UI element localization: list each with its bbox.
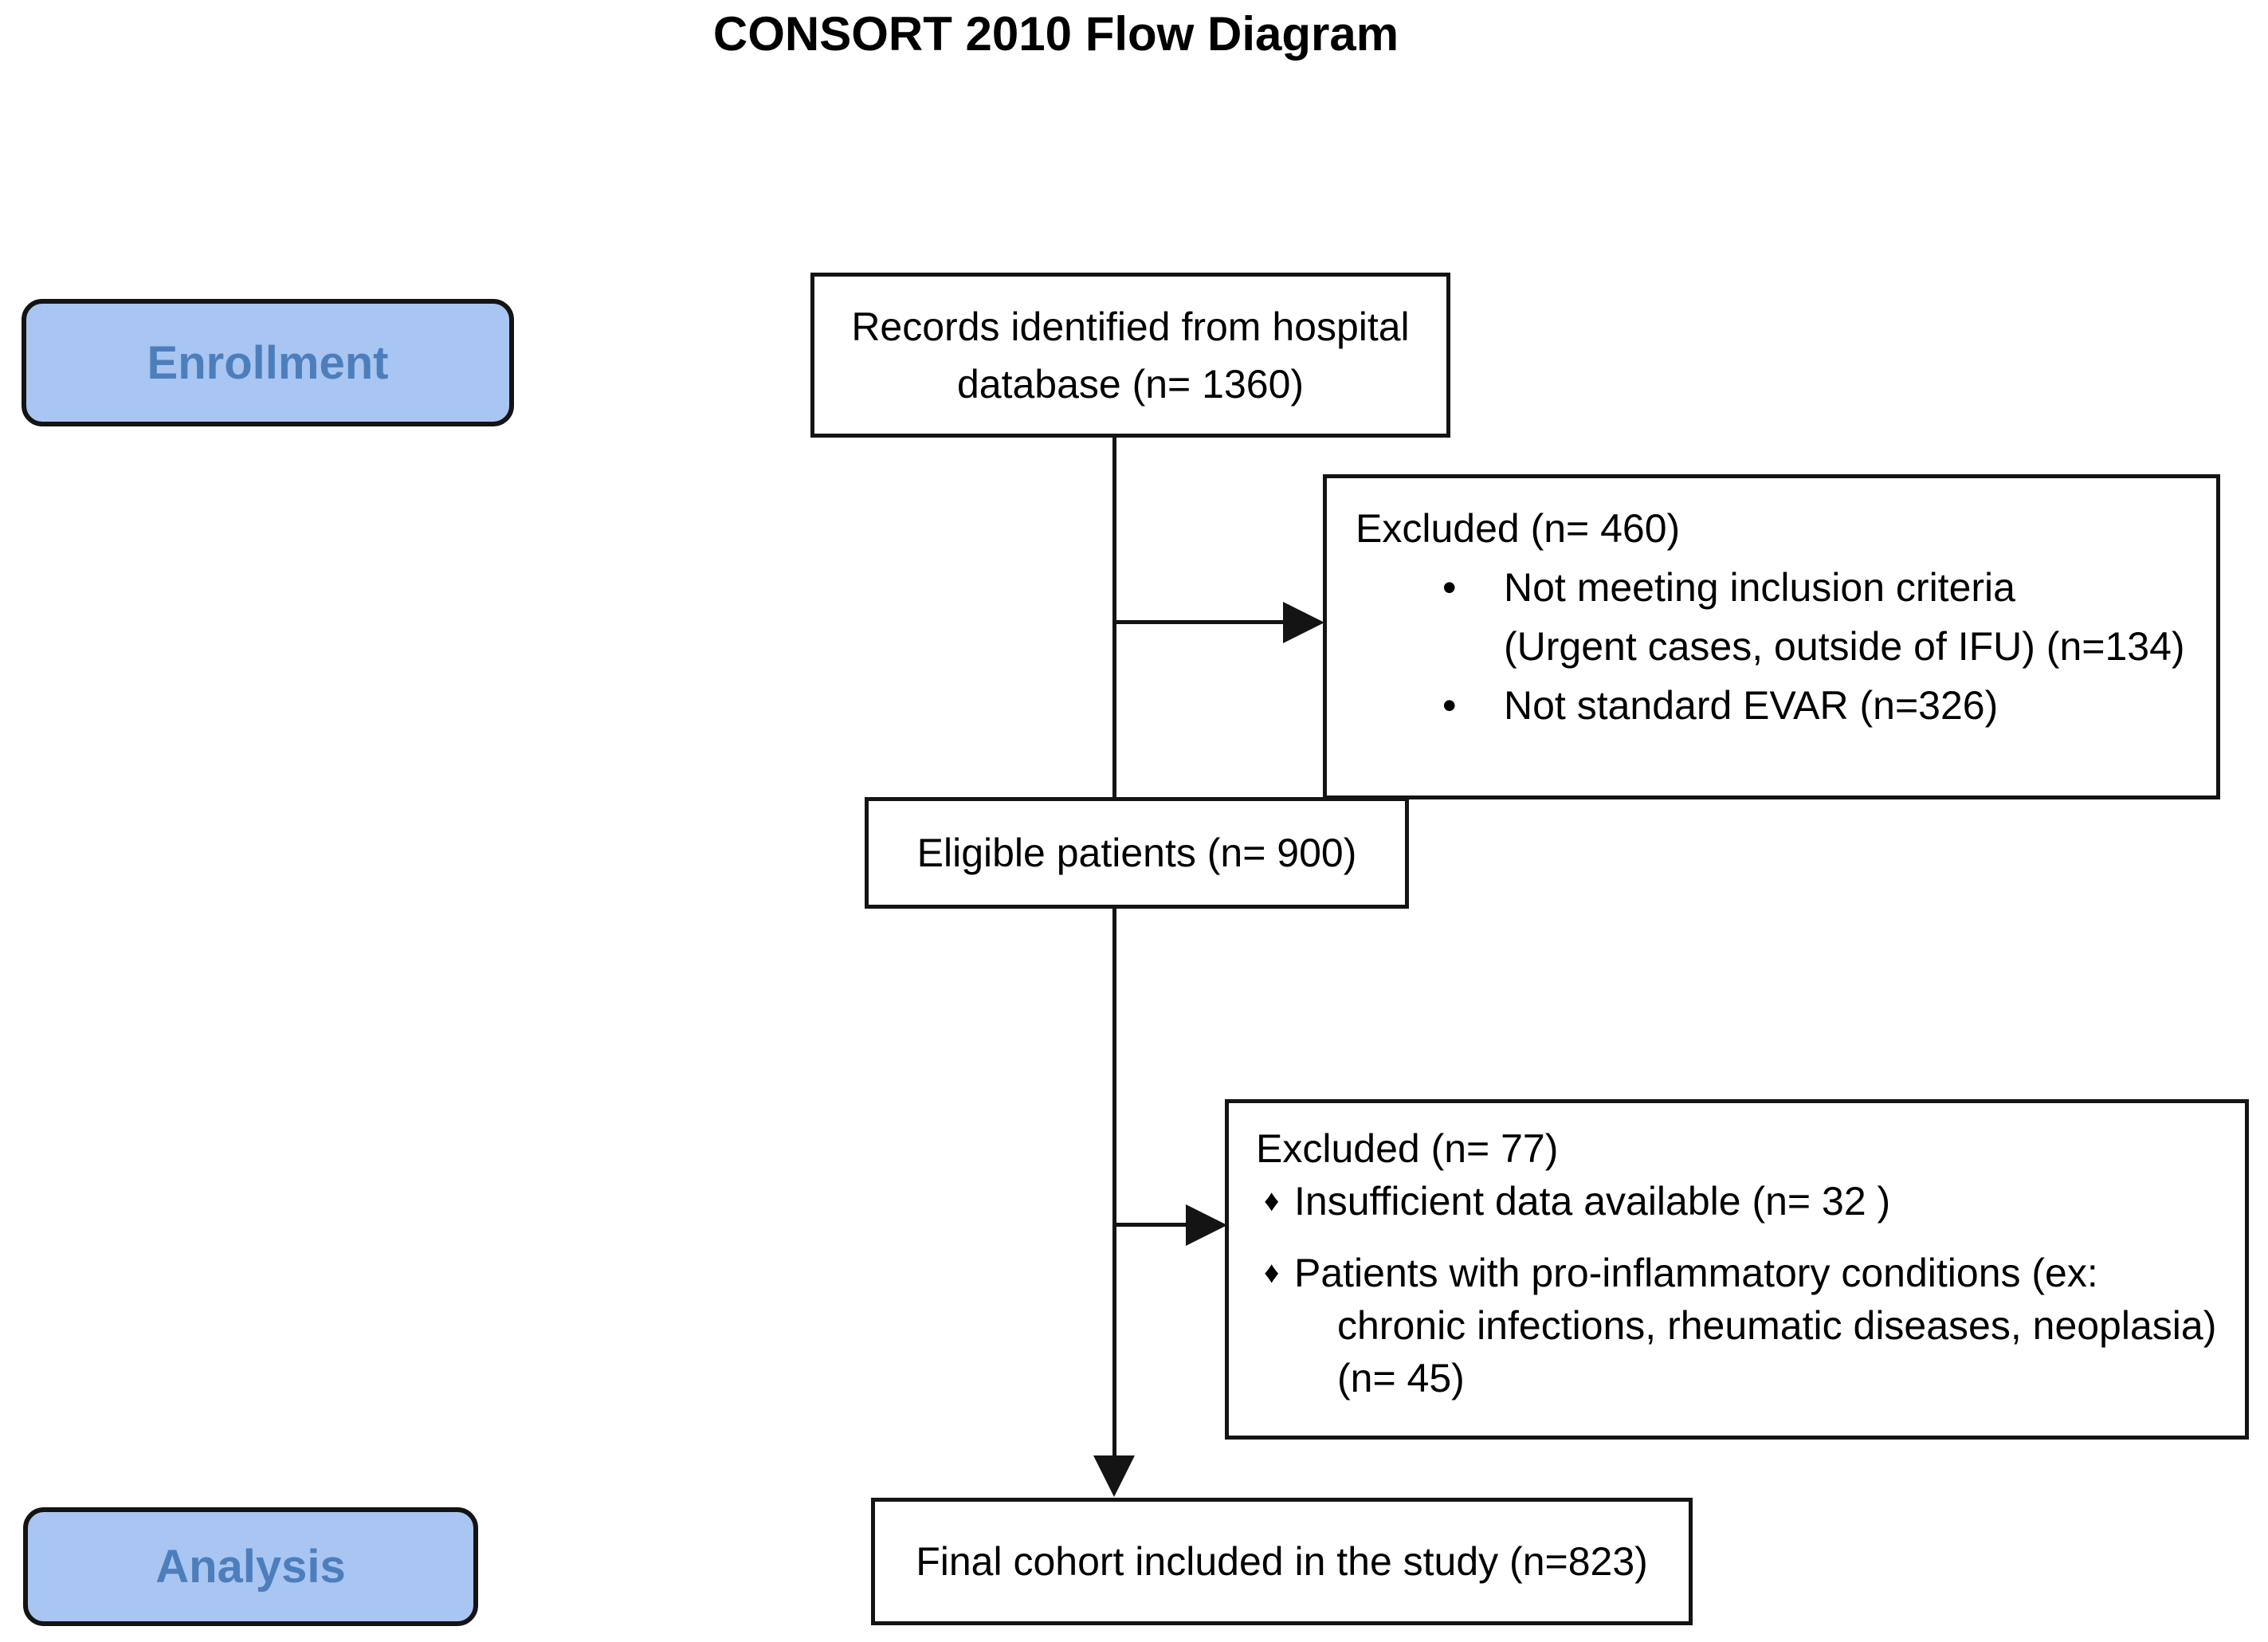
records-line-2: database (n= 1360) [956, 361, 1305, 407]
stage-label-analysis: Analysis [23, 1507, 478, 1626]
excluded2-item-2-text: Patients with pro-inflammatory condition… [1294, 1251, 2098, 1295]
stage-label-enrollment: Enrollment [22, 299, 514, 426]
arrowhead-right-excluded2 [1186, 1204, 1227, 1246]
diamond-bullet-icon: ♦ [1264, 1184, 1280, 1218]
bullet-icon: • [1442, 683, 1457, 728]
box-excluded-77: Excluded (n= 77) ♦ Insufficient data ava… [1225, 1099, 2249, 1440]
diagram-title: CONSORT 2010 Flow Diagram [712, 7, 1399, 61]
excluded1-item-2: • Not standard EVAR (n=326) [1327, 676, 2216, 735]
diamond-bullet-icon: ♦ [1264, 1256, 1280, 1290]
excluded1-item-2-text: Not standard EVAR (n=326) [1504, 683, 1999, 728]
excluded1-item-1-text: Not meeting inclusion criteria [1504, 565, 2015, 610]
connector-to-excluded2 [1114, 1223, 1186, 1227]
connector-to-excluded1 [1114, 620, 1283, 624]
excluded2-title: Excluded (n= 77) [1256, 1126, 1559, 1171]
excluded1-item-1: • Not meeting inclusion criteria [1327, 558, 2216, 617]
excluded2-item-1-text: Insufficient data available (n= 32 ) [1294, 1179, 1891, 1224]
connector-eligible-to-final [1112, 907, 1116, 1465]
excluded2-item-1: ♦ Insufficient data available (n= 32 ) [1229, 1175, 2245, 1228]
arrowhead-down-final [1093, 1455, 1135, 1497]
excluded1-title: Excluded (n= 460) [1356, 506, 1681, 551]
excluded1-item-1-wrap: (Urgent cases, outside of IFU) (n=134) [1504, 624, 2185, 669]
excluded2-item-2-wrap-2: (n= 45) [1337, 1356, 1465, 1400]
box-final-cohort: Final cohort included in the study (n=82… [871, 1498, 1693, 1625]
stage-label-enrollment-text: Enrollment [147, 336, 389, 389]
box-excluded-460: Excluded (n= 460) • Not meeting inclusio… [1323, 474, 2220, 799]
spacer [1229, 1228, 2245, 1247]
arrowhead-right-excluded1 [1283, 602, 1324, 643]
bullet-icon: • [1442, 565, 1457, 610]
excluded2-item-2: ♦ Patients with pro-inflammatory conditi… [1229, 1247, 2245, 1299]
box-records-identified: Records identified from hospital databas… [810, 273, 1450, 438]
stage-label-analysis-text: Analysis [155, 1541, 346, 1593]
records-line-1: Records identified from hospital [851, 304, 1410, 349]
eligible-text: Eligible patients (n= 900) [916, 831, 1357, 875]
box-eligible-patients: Eligible patients (n= 900) [865, 797, 1409, 909]
final-cohort-text: Final cohort included in the study (n=82… [916, 1539, 1648, 1584]
excluded2-item-2-wrap-1: chronic infections, rheumatic diseases, … [1337, 1303, 2217, 1348]
connector-records-to-eligible [1112, 436, 1116, 801]
